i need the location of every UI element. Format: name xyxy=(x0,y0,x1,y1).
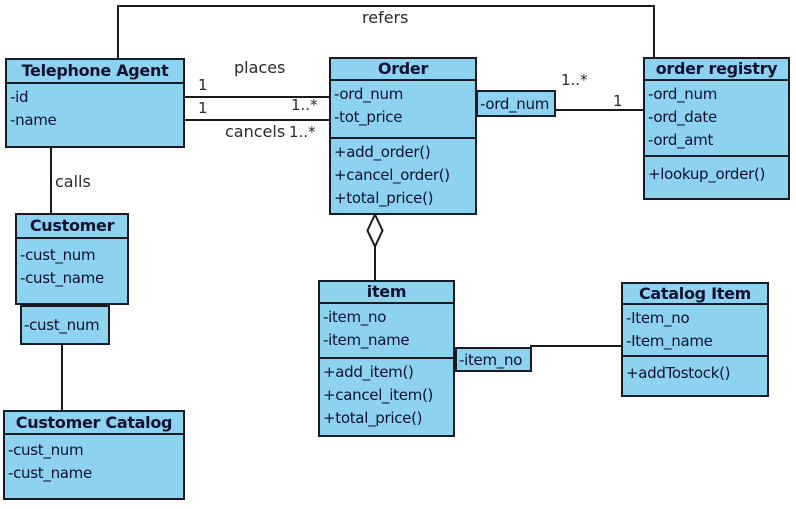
connector-refers-top xyxy=(117,5,655,7)
class-order-registry[interactable]: order registry -ord_num -ord_date -ord_a… xyxy=(643,57,790,200)
class-title-customer-catalog: Customer Catalog xyxy=(5,412,183,435)
class-customer[interactable]: Customer -cust_num -cust_name xyxy=(15,213,129,305)
connector-cancels xyxy=(185,119,329,121)
association-class-label: -item_no xyxy=(459,350,523,369)
multiplicity-registry-target: 1 xyxy=(613,92,623,110)
attribute: -cust_name xyxy=(20,269,104,287)
attributes-compartment: -ord_num -tot_price xyxy=(331,81,475,137)
methods-compartment: +add_order() +cancel_order() +total_pric… xyxy=(331,137,475,212)
methods-compartment: +lookup_order() xyxy=(645,155,788,188)
attributes-compartment: -Item_no -Item_name xyxy=(623,305,767,355)
association-class-item-no[interactable]: -item_no xyxy=(455,347,532,372)
connector-refers-left xyxy=(117,5,119,58)
attribute: -item_name xyxy=(323,331,410,349)
method: +add_order() xyxy=(334,143,431,161)
label-cancels: cancels xyxy=(225,122,286,141)
class-order[interactable]: Order -ord_num -tot_price +add_order() +… xyxy=(329,57,477,215)
class-item[interactable]: item -item_no -item_name +add_item() +ca… xyxy=(318,280,455,437)
method: +total_price() xyxy=(323,409,423,427)
attribute: -ord_amt xyxy=(648,131,714,149)
connector-order-item xyxy=(374,246,376,280)
class-title-order: Order xyxy=(331,59,475,81)
association-class-ord-num[interactable]: -ord_num xyxy=(476,90,556,117)
connector-order-registry xyxy=(554,109,644,111)
multiplicity-registry-source: 1..* xyxy=(561,71,588,89)
method: +addTostock() xyxy=(626,364,731,382)
connector-places xyxy=(185,96,329,98)
attribute: -Item_name xyxy=(626,332,713,350)
connector-item-catalog xyxy=(530,345,622,347)
class-title-catalog-item: Catalog Item xyxy=(623,284,767,305)
class-title-customer: Customer xyxy=(17,215,127,239)
class-title-telephone-agent: Telephone Agent xyxy=(7,60,183,84)
multiplicity-cancels-target: 1..* xyxy=(289,123,316,141)
label-places: places xyxy=(234,58,286,77)
multiplicity-places-source: 1 xyxy=(198,76,208,94)
methods-compartment: +add_item() +cancel_item() +total_price(… xyxy=(320,357,453,432)
attribute: -name xyxy=(10,111,57,129)
class-title-item: item xyxy=(320,282,453,304)
label-refers: refers xyxy=(362,8,409,27)
method: +cancel_item() xyxy=(323,386,434,404)
attribute: -cust_num xyxy=(8,441,84,459)
attribute: -tot_price xyxy=(334,108,403,126)
multiplicity-cancels-source: 1 xyxy=(198,99,208,117)
attribute: -item_no xyxy=(323,308,387,326)
multiplicity-places-target: 1..* xyxy=(291,96,318,114)
attributes-compartment: -ord_num -ord_date -ord_amt xyxy=(645,81,788,155)
class-title-order-registry: order registry xyxy=(645,59,788,81)
association-class-label: -cust_num xyxy=(24,316,100,334)
attribute: -ord_num xyxy=(648,85,718,103)
method: +add_item() xyxy=(323,363,414,381)
connector-calls xyxy=(50,148,52,213)
aggregation-diamond-icon xyxy=(366,213,384,248)
attribute: -cust_num xyxy=(20,246,96,264)
methods-compartment: +addTostock() xyxy=(623,355,767,387)
method: +total_price() xyxy=(334,189,434,207)
connector-customer-catalog xyxy=(61,345,63,410)
class-catalog-item[interactable]: Catalog Item -Item_no -Item_name +addTos… xyxy=(621,282,769,397)
association-class-label: -ord_num xyxy=(480,94,550,113)
association-class-cust-num[interactable]: -cust_num xyxy=(20,305,110,345)
class-customer-catalog[interactable]: Customer Catalog -cust_num -cust_name xyxy=(3,410,185,500)
method: +lookup_order() xyxy=(648,165,766,183)
attribute: -Item_no xyxy=(626,309,690,327)
attribute: -id xyxy=(10,88,29,106)
label-calls: calls xyxy=(55,172,91,191)
attribute: -cust_name xyxy=(8,464,92,482)
method: +cancel_order() xyxy=(334,166,450,184)
class-telephone-agent[interactable]: Telephone Agent -id -name xyxy=(5,58,185,148)
attributes-compartment: -cust_num -cust_name xyxy=(17,239,127,292)
attributes-compartment: -cust_num -cust_name xyxy=(5,435,183,487)
connector-refers-right xyxy=(653,5,655,57)
attribute: -ord_num xyxy=(334,85,404,103)
attributes-compartment: -id -name xyxy=(7,84,183,134)
attribute: -ord_date xyxy=(648,108,717,126)
attributes-compartment: -item_no -item_name xyxy=(320,304,453,357)
